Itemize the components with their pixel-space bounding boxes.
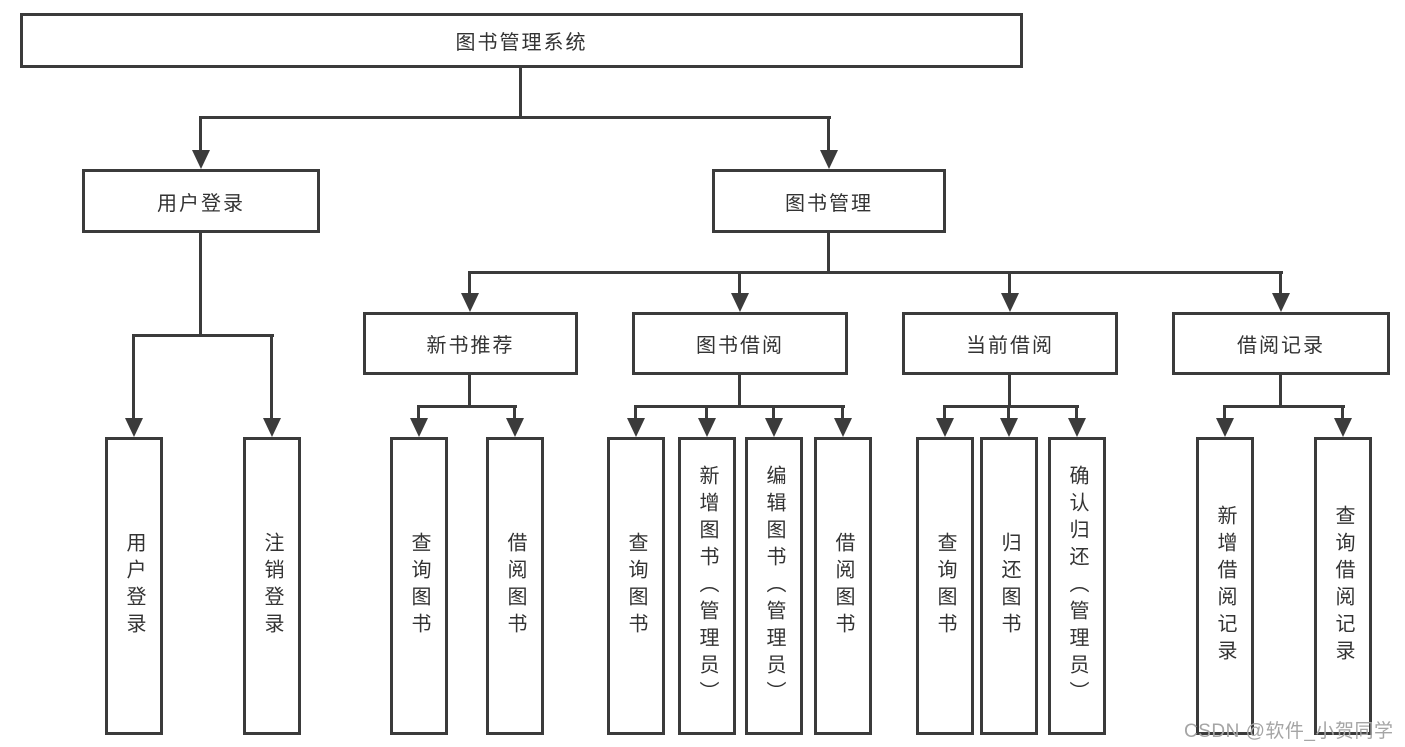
connector-drop-line	[1341, 407, 1344, 420]
connector-splitter-line	[468, 271, 1283, 274]
connector-drop-line	[705, 407, 708, 420]
connector-drop-line	[1223, 407, 1226, 420]
arrow-down-icon	[820, 150, 838, 169]
leaf-query-books-current: 查询图书	[916, 437, 974, 735]
arrow-down-icon	[731, 293, 749, 312]
connector-drop-line	[1007, 407, 1010, 420]
leaf-edit-books-admin: 编辑图书（管理员）	[745, 437, 803, 735]
arrow-down-icon	[125, 418, 143, 437]
connector-drop-line	[270, 336, 273, 420]
leaf-query-borrow-record: 查询借阅记录	[1314, 437, 1372, 735]
leaf-add-borrow-record: 新增借阅记录	[1196, 437, 1254, 735]
connector-drop-line	[738, 273, 741, 295]
connector-trunk-line	[1279, 375, 1282, 408]
node-user-login-module: 用户登录	[82, 169, 320, 233]
leaf-borrow-books: 借阅图书	[814, 437, 872, 735]
arrow-down-icon	[1334, 418, 1352, 437]
arrow-down-icon	[1000, 418, 1018, 437]
csdn-watermark: CSDN @软件_小贺同学	[1184, 721, 1394, 742]
connector-drop-line	[1279, 273, 1282, 295]
leaf-confirm-return-admin: 确认归还（管理员）	[1048, 437, 1106, 735]
arrow-down-icon	[263, 418, 281, 437]
arrow-down-icon	[834, 418, 852, 437]
connector-drop-line	[199, 118, 202, 152]
connector-drop-line	[468, 273, 471, 295]
node-book-management-module: 图书管理	[712, 169, 946, 233]
connector-trunk-line	[199, 233, 202, 337]
connector-drop-line	[772, 407, 775, 420]
arrow-down-icon	[1216, 418, 1234, 437]
connector-drop-line	[1008, 273, 1011, 295]
leaf-return-books: 归还图书	[980, 437, 1038, 735]
connector-trunk-line	[738, 375, 741, 408]
connector-splitter-line	[132, 334, 274, 337]
connector-trunk-line	[1008, 375, 1011, 408]
node-borrowing-records: 借阅记录	[1172, 312, 1390, 375]
connector-trunk-line	[827, 233, 830, 274]
connector-drop-line	[634, 407, 637, 420]
connector-splitter-line	[943, 405, 1079, 408]
connector-drop-line	[417, 407, 420, 420]
connector-drop-line	[943, 407, 946, 420]
arrow-down-icon	[698, 418, 716, 437]
leaf-user-login: 用户登录	[105, 437, 163, 735]
node-current-borrowing: 当前借阅	[902, 312, 1118, 375]
connector-drop-line	[841, 407, 844, 420]
arrow-down-icon	[1068, 418, 1086, 437]
leaf-query-books-recommend: 查询图书	[390, 437, 448, 735]
connector-splitter-line	[199, 116, 831, 119]
connector-drop-line	[1075, 407, 1078, 420]
connector-drop-line	[132, 336, 135, 420]
arrow-down-icon	[192, 150, 210, 169]
connector-splitter-line	[417, 405, 517, 408]
arrow-down-icon	[936, 418, 954, 437]
arrow-down-icon	[1272, 293, 1290, 312]
connector-drop-line	[513, 407, 516, 420]
arrow-down-icon	[461, 293, 479, 312]
node-root-system: 图书管理系统	[20, 13, 1023, 68]
node-new-book-recommend: 新书推荐	[363, 312, 578, 375]
connector-trunk-line	[519, 68, 522, 119]
node-book-borrowing: 图书借阅	[632, 312, 848, 375]
connector-drop-line	[827, 118, 830, 152]
connector-splitter-line	[634, 405, 845, 408]
connector-splitter-line	[1223, 405, 1345, 408]
leaf-logout: 注销登录	[243, 437, 301, 735]
arrow-down-icon	[627, 418, 645, 437]
arrow-down-icon	[765, 418, 783, 437]
arrow-down-icon	[410, 418, 428, 437]
leaf-borrow-books-recommend: 借阅图书	[486, 437, 544, 735]
connector-trunk-line	[468, 375, 471, 408]
leaf-query-books-borrowing: 查询图书	[607, 437, 665, 735]
arrow-down-icon	[506, 418, 524, 437]
leaf-add-books-admin: 新增图书（管理员）	[678, 437, 736, 735]
arrow-down-icon	[1001, 293, 1019, 312]
